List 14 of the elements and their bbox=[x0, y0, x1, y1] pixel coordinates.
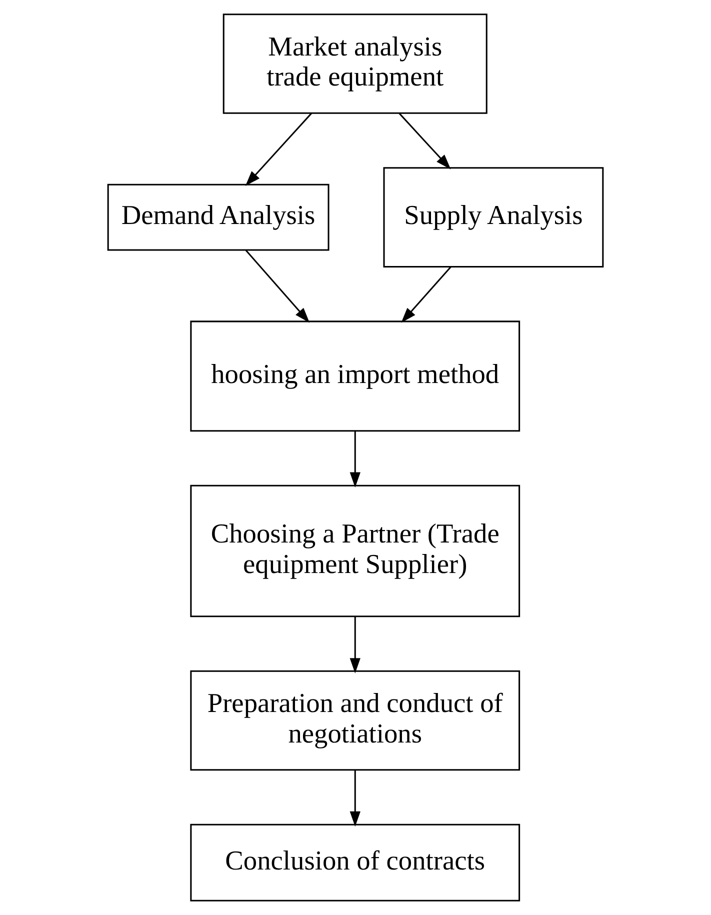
node-box: Preparation and conduct of negotiations bbox=[190, 670, 520, 771]
arrow bbox=[350, 770, 360, 827]
arrow bbox=[350, 431, 360, 488]
arrow bbox=[350, 616, 360, 674]
node-box: Conclusion of contracts bbox=[190, 824, 520, 902]
node-box: hoosing an import method bbox=[190, 320, 520, 432]
arrow bbox=[245, 250, 310, 323]
arrow bbox=[398, 112, 451, 170]
node-box: Market analysis trade equipment bbox=[222, 14, 488, 114]
arrow bbox=[245, 112, 312, 186]
node-box: Supply Analysis bbox=[383, 167, 604, 268]
arrow bbox=[401, 266, 452, 323]
node-box: Demand Analysis bbox=[107, 184, 330, 251]
node-box: Choosing a Partner (Trade equipment Supplier) bbox=[190, 484, 520, 618]
